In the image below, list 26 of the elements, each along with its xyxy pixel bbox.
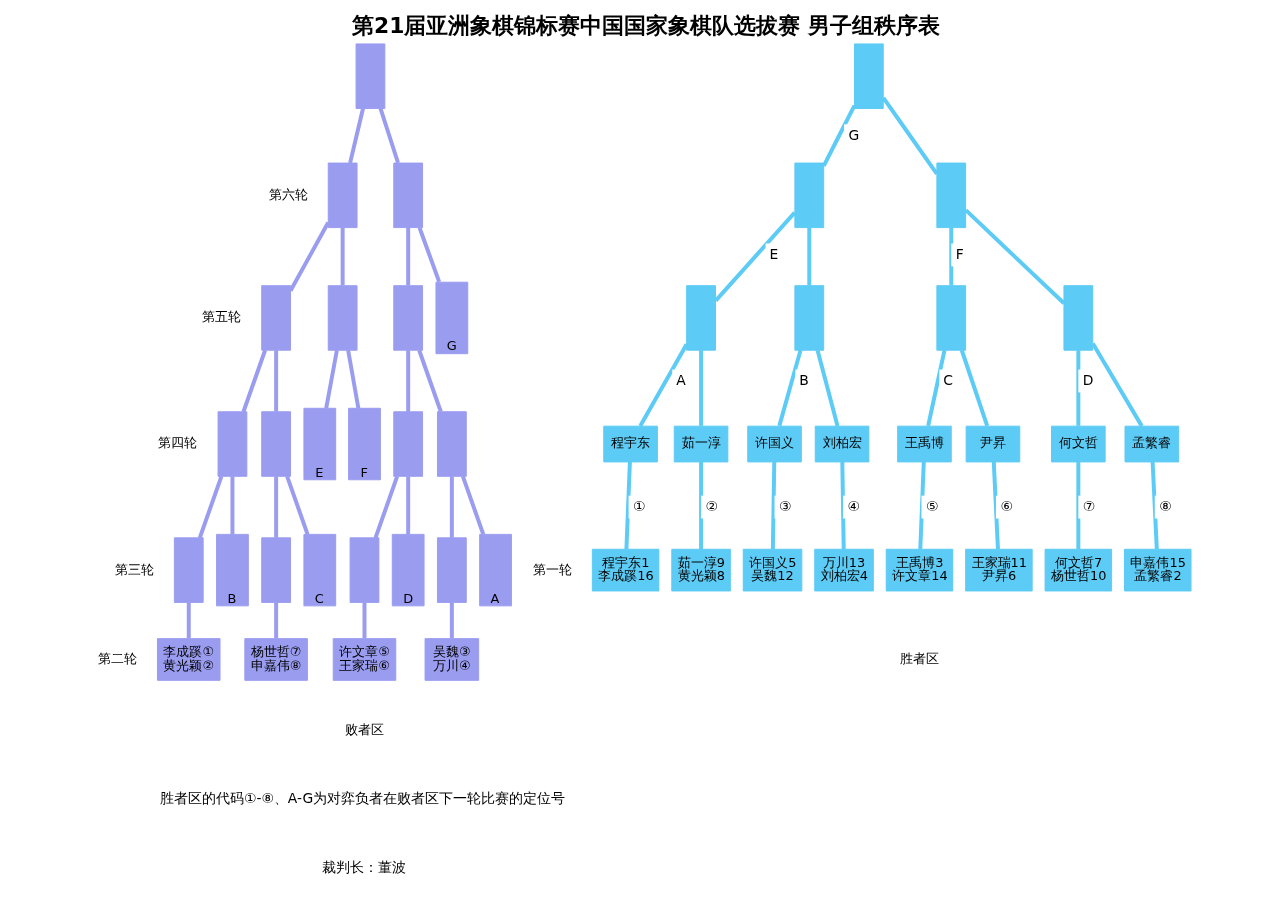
- edge-label: C: [942, 372, 953, 389]
- edge-label: ④: [847, 498, 860, 515]
- label: 第四轮: [157, 435, 197, 451]
- label: 败者区: [344, 722, 384, 738]
- label: 第一轮: [532, 561, 572, 577]
- edge-label: ②: [705, 498, 718, 515]
- label: 第三轮: [114, 561, 154, 577]
- edge-label: ⑥: [999, 498, 1013, 515]
- edge-label: E: [769, 246, 778, 263]
- diagram-title: 第21届亚洲象棋锦标赛中国国家象棋队选拔赛 男子组秩序表: [351, 12, 940, 38]
- label: 第二轮: [97, 650, 137, 666]
- edge-label: ⑦: [1082, 498, 1095, 515]
- edge-label: ⑤: [925, 498, 938, 515]
- edge-label: A: [675, 372, 686, 389]
- edge-label: ⑧: [1158, 498, 1172, 515]
- label: 第六轮: [268, 186, 308, 202]
- label: 胜者区的代码①-⑧、A-G为对弈负者在败者区下一轮比赛的定位号: [159, 790, 565, 807]
- label: 裁判长：董波: [321, 858, 406, 875]
- edge-label: D: [1082, 372, 1093, 389]
- edge-label: ①: [632, 498, 646, 515]
- edge-label: ③: [778, 498, 791, 515]
- edge-label: G: [848, 126, 859, 143]
- label: 第五轮: [201, 309, 241, 325]
- edge-label: B: [798, 372, 809, 389]
- label: 胜者区: [899, 650, 939, 666]
- edge-label: F: [955, 246, 964, 263]
